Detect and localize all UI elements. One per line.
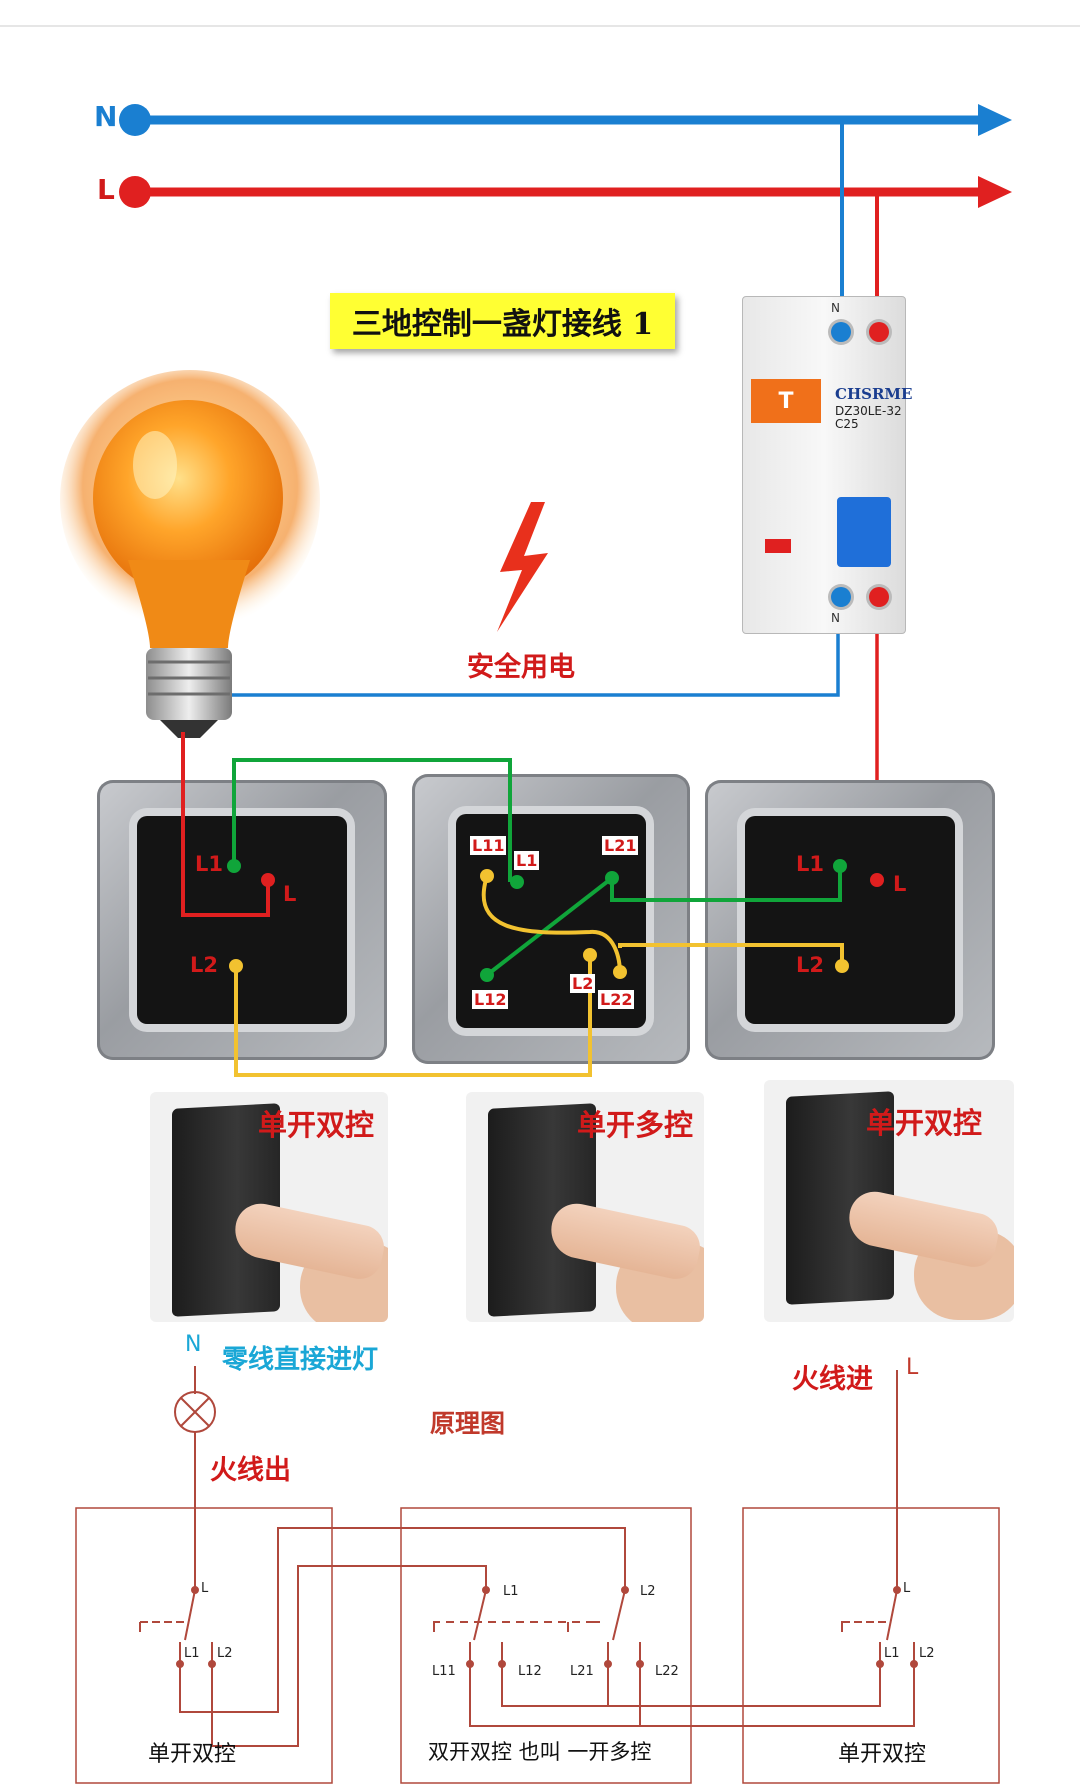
schem-mid-l11: L11 [432,1664,456,1679]
breaker-top-label: N [831,301,840,315]
breaker-brand: CHSRME [835,385,913,403]
middle-panel-label: 单开多控 [577,1108,694,1142]
left-terminal-l: L [283,882,297,906]
schem-left-l1: L1 [184,1646,200,1661]
schem-left-caption: 单开双控 [148,1742,237,1767]
live-in-label: 火线进 [792,1364,873,1395]
breaker-l-terminal [869,322,889,342]
schem-right-l1: L1 [884,1646,900,1661]
schematic-box-left [75,1507,333,1784]
schem-mid-l22: L22 [655,1664,679,1679]
breaker-rating: C25 [835,417,859,431]
right-switch-panel [764,1080,1014,1322]
left-switch-panel [150,1092,388,1322]
left-terminal-l1: L1 [195,852,223,876]
breaker-model: DZ30LE-32 C25 [835,405,902,431]
safety-label: 安全用电 [467,652,575,683]
schem-left-l2: L2 [217,1646,233,1661]
middle-terminal-l1: L1 [514,851,540,870]
middle-terminal-l12: L12 [472,990,509,1009]
page-title: 三地控制一盏灯接线 1 [330,293,675,349]
breaker-out-l-terminal [869,587,889,607]
schem-mid-l1: L1 [503,1584,519,1599]
breaker-lever[interactable] [837,497,891,567]
lightning-icon [497,502,548,632]
schem-mid-l21: L21 [570,1664,594,1679]
right-switch-box [705,780,995,1060]
schem-mid-l12: L12 [518,1664,542,1679]
schem-right-caption: 单开双控 [838,1742,927,1767]
right-terminal-l: L [893,872,907,896]
breaker-indicator [765,539,791,553]
schem-mid-l2: L2 [640,1584,656,1599]
schematic-box-middle [400,1507,692,1784]
light-bulb-icon [60,370,320,738]
neutral-rail-label: N [94,100,118,133]
right-panel-label: 单开双控 [866,1106,983,1140]
schem-right-l2: L2 [919,1646,935,1661]
circuit-breaker: N T CHSRME DZ30LE-32 C25 N [742,296,912,634]
live-out-label: 火线出 [210,1455,291,1486]
breaker-model-number: DZ30LE-32 [835,404,902,418]
live-rail-label: L [97,173,115,206]
schem-mid-caption: 双开双控 也叫 一开多控 [428,1740,652,1764]
schem-left-l: L [201,1581,209,1596]
schem-right-l: L [903,1581,911,1596]
middle-terminal-l21: L21 [602,836,639,855]
neutral-note: 零线直接进灯 [222,1345,379,1375]
breaker-n-terminal [831,322,851,342]
middle-terminal-l11: L11 [470,836,507,855]
schematic-neutral-n: N [185,1332,202,1357]
breaker-out-n-terminal [831,587,851,607]
middle-terminal-l2: L2 [570,974,596,993]
middle-terminal-l22: L22 [598,990,635,1009]
live-in-l: L [906,1355,919,1380]
breaker-bottom-label: N [831,611,840,625]
right-terminal-l1: L1 [796,852,824,876]
schematic-box-right [742,1507,1000,1784]
middle-switch-panel [466,1092,704,1322]
test-tab[interactable]: T [751,379,821,423]
right-terminal-l2: L2 [796,953,824,977]
left-terminal-l2: L2 [190,953,218,977]
left-panel-label: 单开双控 [258,1108,375,1142]
schematic-title: 原理图 [430,1409,506,1438]
